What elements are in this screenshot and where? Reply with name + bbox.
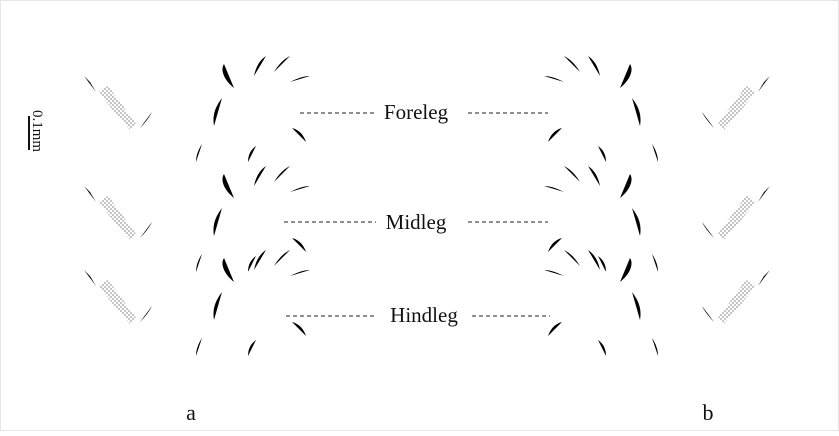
hindleg-label: Hindleg xyxy=(390,303,458,327)
panel-label-a: a xyxy=(186,400,196,425)
scale-bar-label: 0.1mm xyxy=(29,110,45,152)
panel-label-b: b xyxy=(703,400,714,425)
foreleg-label: Foreleg xyxy=(384,100,449,124)
midleg-label: Midleg xyxy=(386,210,447,234)
